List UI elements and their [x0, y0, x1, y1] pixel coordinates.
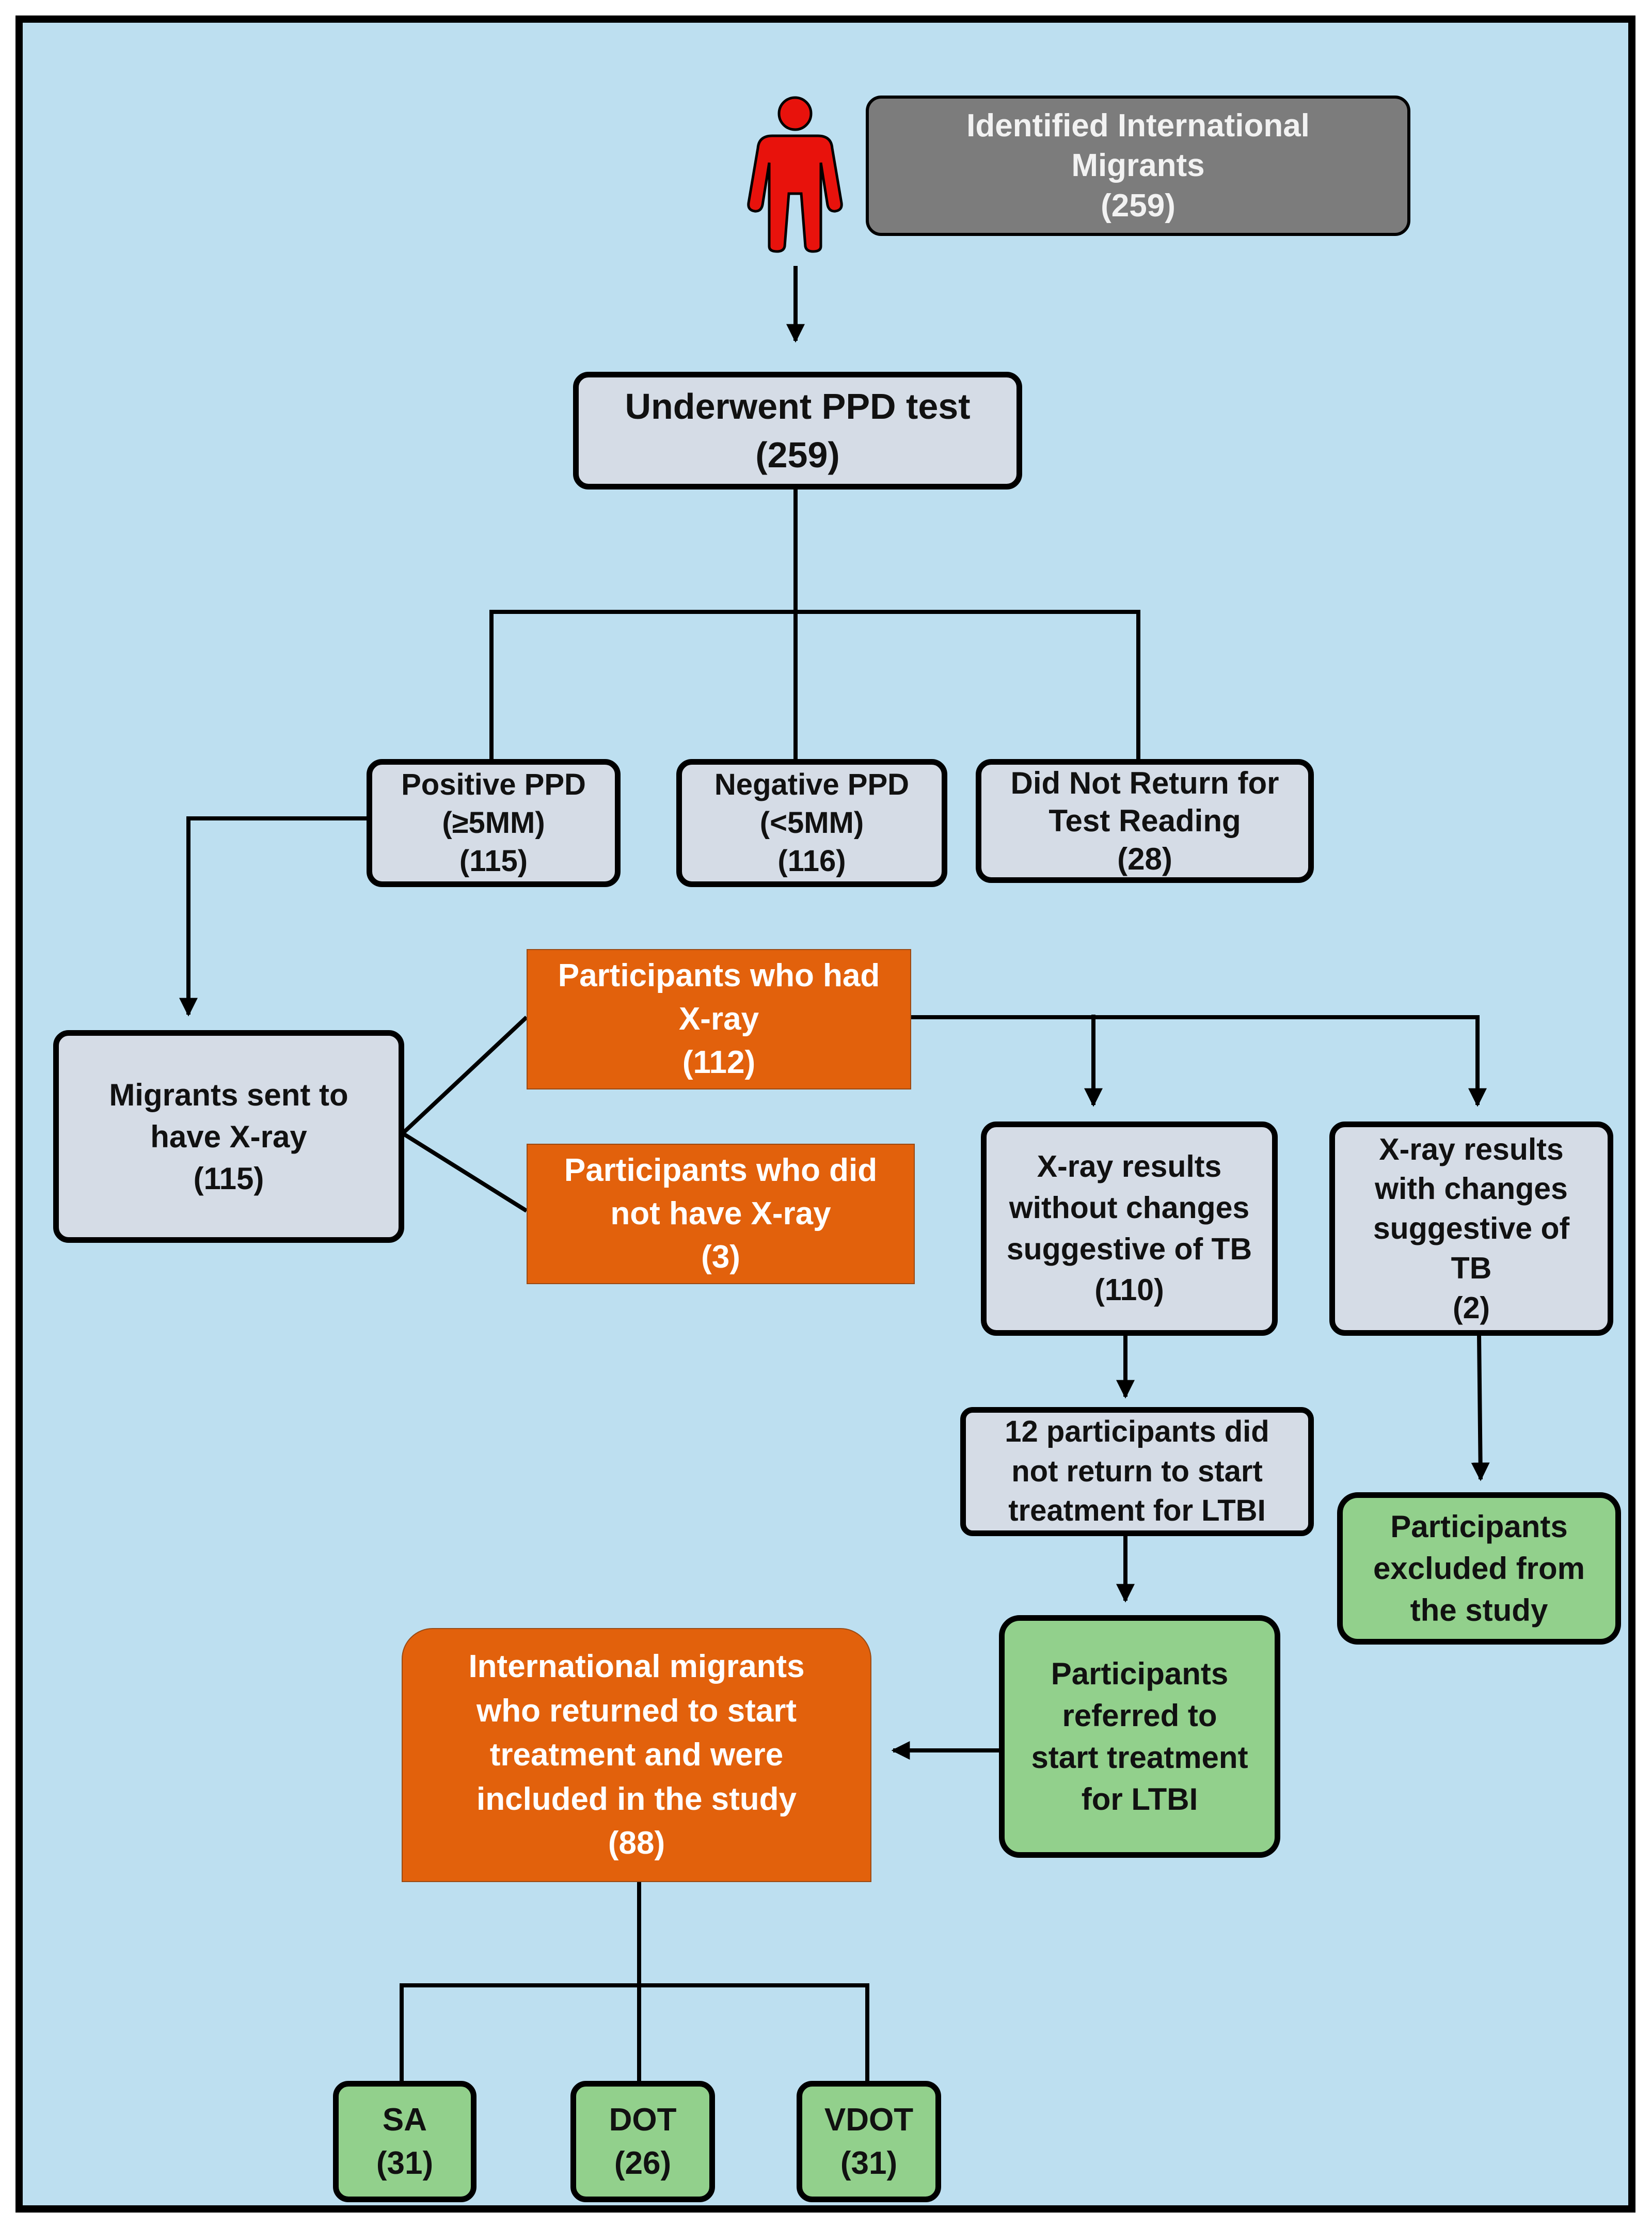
node-line: DOT [609, 2102, 677, 2138]
node-line: (31) [376, 2145, 434, 2181]
node-had-xray: Participants who had X-ray (112) [527, 949, 911, 1089]
node-line: (26) [614, 2145, 672, 2181]
node-line: start treatment [1031, 1740, 1248, 1775]
node-line: (112) [682, 1044, 756, 1080]
node-line: Identified International [966, 107, 1310, 144]
node-line: not return to start [1011, 1454, 1263, 1488]
node-line: Underwent PPD test [625, 386, 971, 427]
node-line: VDOT [824, 2102, 914, 2138]
node-positive-ppd: Positive PPD (≥5MM) (115) [367, 759, 621, 887]
node-line: included in the study [476, 1781, 797, 1817]
node-line: (116) [777, 844, 846, 878]
node-line: referred to [1062, 1698, 1217, 1733]
node-line: with changes [1375, 1172, 1568, 1206]
node-line: Positive PPD [401, 767, 586, 801]
node-line: not have X-ray [610, 1196, 831, 1232]
node-line: Participants who did [564, 1152, 878, 1189]
node-line: International migrants [468, 1649, 805, 1685]
node-line: who returned to start [476, 1693, 797, 1729]
node-line: X-ray results [1037, 1149, 1222, 1184]
node-line: (<5MM) [759, 805, 864, 840]
node-vdot: VDOT (31) [797, 2081, 941, 2202]
node-no-return-ltbi: 12 participants did not return to start … [960, 1407, 1314, 1536]
node-sa: SA (31) [333, 2081, 476, 2202]
node-line: Migrants [1071, 148, 1205, 184]
node-line: SA [382, 2102, 427, 2138]
line-ppd-branch [489, 610, 1140, 759]
node-line: (259) [1101, 187, 1176, 224]
node-line: (259) [755, 435, 840, 475]
node-line: X-ray results [1379, 1132, 1564, 1166]
node-no-xray: Participants who did not have X-ray (3) [527, 1144, 915, 1284]
node-line: Did Not Return for [1010, 766, 1279, 801]
line-sent-to-had [401, 1016, 528, 1135]
node-line: (31) [840, 2145, 898, 2181]
node-xray-no-changes: X-ray results without changes suggestive… [981, 1122, 1278, 1336]
node-line: (88) [608, 1825, 665, 1861]
arrow-change-to-excluded [1471, 1334, 1490, 1481]
node-ppd-test: Underwent PPD test (259) [573, 372, 1022, 489]
node-did-not-return: Did Not Return for Test Reading (28) [976, 759, 1314, 883]
node-line: have X-ray [150, 1119, 307, 1154]
node-line: suggestive of TB [1006, 1231, 1252, 1266]
node-line: treatment for LTBI [1008, 1494, 1266, 1528]
line-had-to-results [911, 1015, 1487, 1107]
node-line: Negative PPD [714, 767, 910, 801]
node-negative-ppd: Negative PPD (<5MM) (116) [676, 759, 947, 887]
node-xray-changes: X-ray results with changes suggestive of… [1329, 1122, 1613, 1336]
node-line: 12 participants did [1005, 1415, 1269, 1449]
node-line: (2) [1452, 1290, 1490, 1325]
node-excluded: Participants excluded from the study [1337, 1492, 1621, 1645]
node-referred: Participants referred to start treatment… [999, 1615, 1280, 1858]
node-line: suggestive of [1373, 1211, 1570, 1246]
node-line: the study [1410, 1593, 1548, 1628]
node-line: Migrants sent to [109, 1077, 348, 1112]
node-line: (3) [701, 1239, 740, 1275]
node-line: (115) [459, 844, 528, 878]
node-line: without changes [1009, 1190, 1250, 1225]
node-line: for LTBI [1081, 1782, 1198, 1817]
node-line: TB [1451, 1251, 1492, 1285]
node-line: Participants [1051, 1656, 1229, 1691]
node-line: treatment and were [489, 1737, 784, 1773]
line-included-branch [400, 1983, 869, 2086]
node-included: International migrants who returned to s… [402, 1628, 871, 1882]
node-line: (110) [1094, 1273, 1164, 1307]
node-line: Participants who had [558, 958, 880, 994]
node-line: Participants [1390, 1509, 1568, 1544]
node-line: (≥5MM) [442, 805, 545, 840]
node-line: Test Reading [1049, 803, 1241, 839]
line-sent-to-no [401, 1131, 528, 1213]
person-icon [747, 96, 843, 253]
node-line: (28) [1117, 841, 1172, 876]
arrow-positive-to-sent [179, 816, 367, 1017]
node-sent-xray: Migrants sent to have X-ray (115) [53, 1030, 404, 1243]
node-identified-migrants: Identified International Migrants (259) [866, 96, 1410, 236]
node-line: (115) [193, 1161, 264, 1196]
node-dot: DOT (26) [570, 2081, 715, 2202]
node-line: excluded from [1373, 1551, 1585, 1586]
node-line: X-ray [678, 1001, 759, 1037]
